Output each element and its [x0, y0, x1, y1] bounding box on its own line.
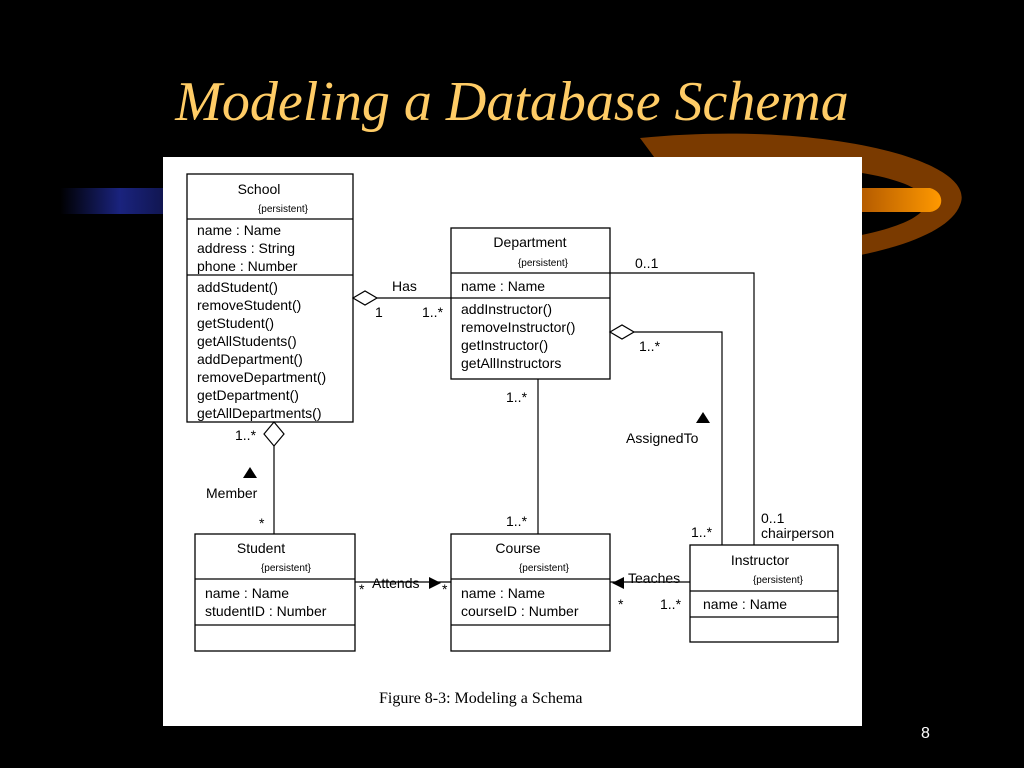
department-op-2: removeInstructor(): [461, 319, 575, 335]
department-op-4: getAllInstructors: [461, 355, 561, 371]
attends-student-multiplicity: *: [359, 581, 365, 597]
member-student-multiplicity: *: [259, 515, 265, 531]
attends-direction-arrow: [429, 577, 441, 589]
teaches-instr-multiplicity: 1..*: [660, 596, 682, 612]
class-instructor: Instructor {persistent} name : Name: [689, 544, 839, 643]
class-course-stereotype: {persistent}: [519, 563, 570, 574]
class-department: Department {persistent} name : Name addI…: [450, 227, 611, 380]
class-student-name: Student: [237, 540, 285, 556]
class-school: School {persistent} name : Name address …: [186, 173, 354, 423]
assignedto-label: AssignedTo: [626, 430, 699, 446]
course-attr-2: courseID : Number: [461, 603, 579, 619]
class-school-name: School: [238, 181, 281, 197]
school-attr-3: phone : Number: [197, 258, 298, 274]
blue-band: [60, 188, 180, 214]
dept-course-top-multiplicity: 1..*: [506, 389, 528, 405]
instructor-attr-1: name : Name: [703, 596, 787, 612]
class-department-name: Department: [493, 234, 566, 250]
student-attr-2: studentID : Number: [205, 603, 327, 619]
teaches-course-multiplicity: *: [618, 596, 624, 612]
school-op-7: getDepartment(): [197, 387, 299, 403]
slide-title: Modeling a Database Schema: [175, 71, 849, 133]
attends-course-multiplicity: *: [442, 581, 448, 597]
chairperson-label: chairperson: [761, 525, 834, 541]
school-op-1: addStudent(): [197, 279, 278, 295]
student-attr-1: name : Name: [205, 585, 289, 601]
course-attr-1: name : Name: [461, 585, 545, 601]
assignedto-direction-arrow: [696, 412, 710, 423]
class-course: Course {persistent} name : Name courseID…: [450, 533, 611, 652]
has-label: Has: [392, 278, 417, 294]
school-op-2: removeStudent(): [197, 297, 301, 313]
assignedto-aggregation-diamond: [608, 324, 636, 340]
attends-label: Attends: [372, 575, 419, 591]
chair-instr-multiplicity: 0..1: [761, 510, 785, 526]
teaches-label: Teaches: [628, 570, 680, 586]
member-aggregation-diamond: [263, 421, 285, 447]
assoc-assignedto-line: [634, 331, 723, 545]
school-op-3: getStudent(): [197, 315, 274, 331]
school-op-6: removeDepartment(): [197, 369, 326, 385]
department-attr-1: name : Name: [461, 278, 545, 294]
assoc-chair-line: [610, 272, 755, 545]
has-aggregation-diamond: [351, 290, 379, 306]
figure-caption: Figure 8-3: Modeling a Schema: [379, 690, 583, 707]
uml-diagram: School {persistent} name : Name address …: [186, 173, 839, 707]
orange-arc-outer: [640, 133, 962, 269]
associations: [263, 272, 755, 583]
uml-figure: School {persistent} name : Name address …: [163, 157, 862, 726]
member-school-multiplicity: 1..*: [235, 427, 257, 443]
class-student-stereotype: {persistent}: [261, 563, 312, 574]
school-op-5: addDepartment(): [197, 351, 303, 367]
department-op-3: getInstructor(): [461, 337, 548, 353]
has-dept-multiplicity: 1..*: [422, 304, 444, 320]
class-instructor-name: Instructor: [731, 552, 790, 568]
department-op-1: addInstructor(): [461, 301, 552, 317]
assigned-dept-multiplicity: 1..*: [639, 338, 661, 354]
page-number: 8: [921, 725, 930, 742]
class-school-stereotype: {persistent}: [258, 204, 309, 215]
association-labels: Has 1 1..* 1..* Member * 1..* 1..* 1..* …: [206, 255, 834, 612]
class-department-stereotype: {persistent}: [518, 258, 569, 269]
school-op-4: getAllStudents(): [197, 333, 297, 349]
school-attr-2: address : String: [197, 240, 295, 256]
assigned-instr-multiplicity: 1..*: [691, 524, 713, 540]
chair-dept-multiplicity: 0..1: [635, 255, 659, 271]
has-school-multiplicity: 1: [375, 304, 383, 320]
school-op-8: getAllDepartments(): [197, 405, 322, 421]
school-attr-1: name : Name: [197, 222, 281, 238]
class-instructor-stereotype: {persistent}: [753, 575, 804, 586]
dept-course-bottom-multiplicity: 1..*: [506, 513, 528, 529]
member-label: Member: [206, 485, 258, 501]
class-course-name: Course: [495, 540, 540, 556]
member-direction-arrow: [243, 467, 257, 478]
class-student: Student {persistent} name : Name student…: [194, 533, 356, 652]
teaches-direction-arrow: [612, 577, 624, 589]
